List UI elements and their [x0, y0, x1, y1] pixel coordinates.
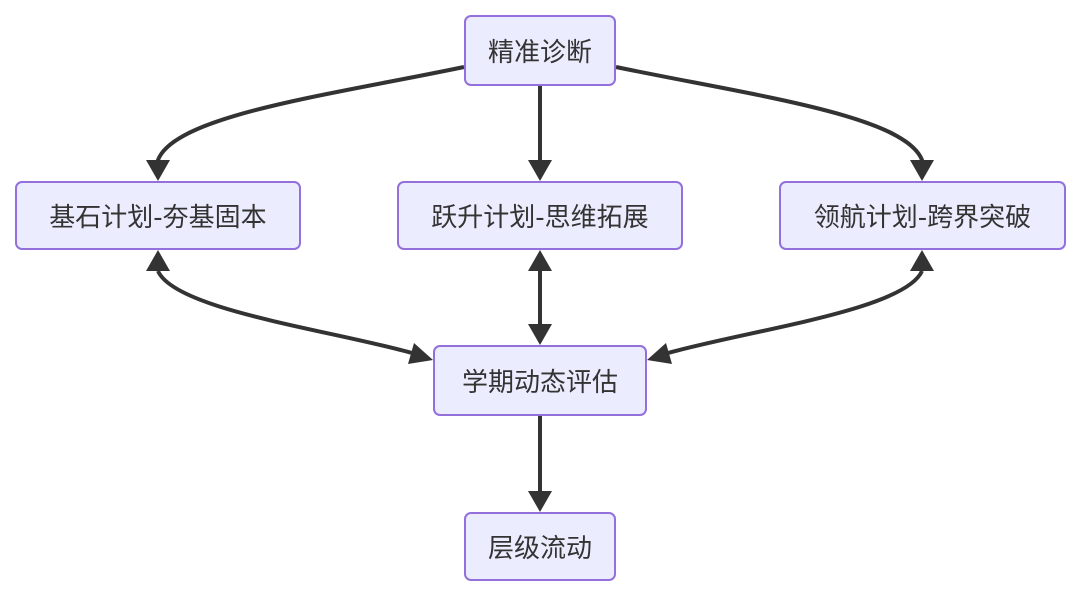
arrowhead-evaluation-top	[528, 324, 552, 345]
edge-navigator-evaluation	[667, 270, 924, 355]
edge-foundation-evaluation	[156, 270, 413, 355]
edge-diagnosis-to-navigator	[615, 65, 924, 162]
arrowhead-foundation	[146, 160, 170, 181]
arrowhead-evaluation-right	[647, 343, 672, 364]
arrowhead-leap	[528, 160, 552, 181]
arrowhead-leap-up	[528, 250, 552, 271]
node-flow: 层级流动	[464, 512, 616, 581]
node-leap: 跃升计划-思维拓展	[397, 181, 683, 250]
node-evaluation: 学期动态评估	[433, 345, 647, 416]
node-navigator: 领航计划-跨界突破	[779, 181, 1066, 250]
node-foundation: 基石计划-夯基固本	[15, 181, 301, 250]
arrowhead-foundation-up	[146, 250, 170, 271]
edge-diagnosis-to-foundation	[156, 65, 465, 165]
arrowhead-evaluation-left	[408, 343, 433, 364]
arrowhead-navigator	[910, 160, 934, 181]
arrowhead-navigator-up	[910, 250, 934, 271]
node-diagnosis: 精准诊断	[464, 15, 616, 86]
arrowhead-flow	[528, 491, 552, 512]
